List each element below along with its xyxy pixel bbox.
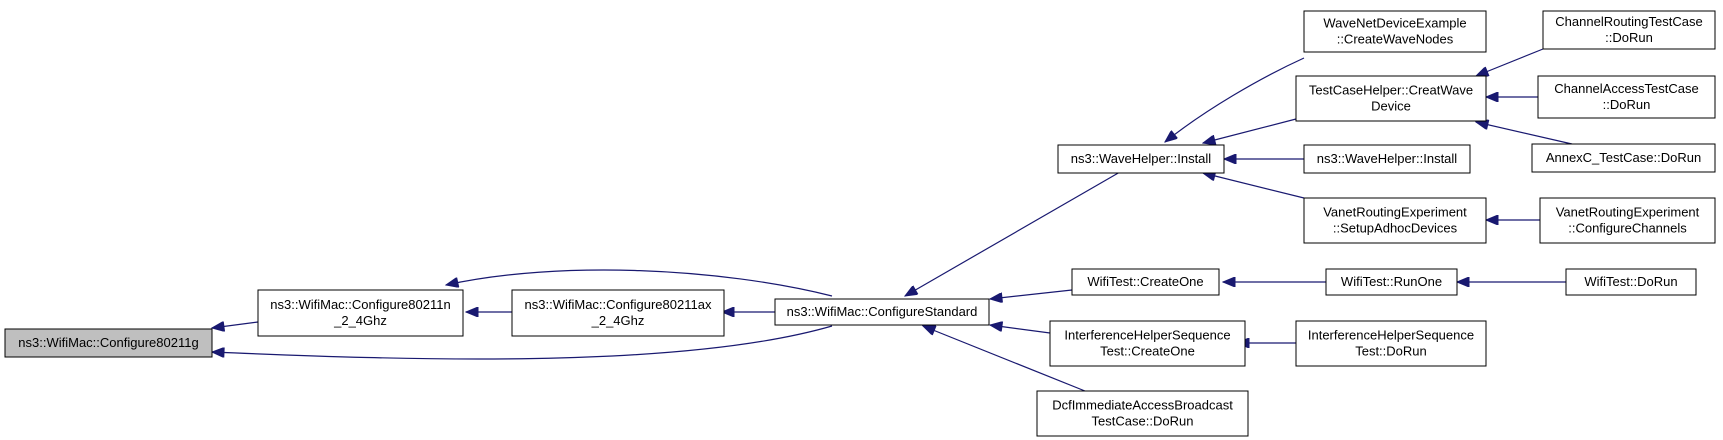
node-label: TestCaseHelper::CreatWave <box>1309 83 1473 98</box>
node-label: Test::CreateOne <box>1100 344 1195 359</box>
edge-testcasehelper-to-wavehelper <box>1203 118 1297 143</box>
node-box <box>4 328 213 358</box>
edge-annexc-to-testcasehelper <box>1476 122 1573 145</box>
node-wavenetdevice-createwavenodes[interactable]: WaveNetDeviceExample::CreateWaveNodes <box>1303 10 1487 53</box>
node-channelaccess-dorun[interactable]: ChannelAccessTestCase::DoRun <box>1537 75 1716 119</box>
edge-configurestandard-to-80211n <box>446 269 833 297</box>
node-box <box>1531 143 1716 173</box>
node-box <box>1295 75 1487 122</box>
node-box <box>1049 320 1246 367</box>
node-label: DcfImmediateAccessBroadcast <box>1052 398 1233 413</box>
node-label: WifiTest::RunOne <box>1341 274 1442 289</box>
node-box <box>1036 390 1249 437</box>
node-box <box>1057 144 1225 174</box>
node-label: Test::DoRun <box>1355 344 1427 359</box>
node-label: VanetRoutingExperiment <box>1323 205 1467 220</box>
node-configurestandard[interactable]: ns3::WifiMac::ConfigureStandard <box>774 298 990 326</box>
node-box <box>774 298 990 326</box>
node-label: ns3::WaveHelper::Install <box>1071 151 1212 166</box>
node-label: AnnexC_TestCase::DoRun <box>1546 150 1701 165</box>
node-box <box>1539 197 1716 244</box>
node-box <box>1325 268 1458 296</box>
node-box <box>1537 75 1716 119</box>
node-wifitest-runone[interactable]: WifiTest::RunOne <box>1325 268 1458 296</box>
node-label: ::SetupAdhocDevices <box>1333 221 1458 236</box>
edge-wifitest-createone-to-configurestandard <box>990 289 1073 299</box>
node-configure80211n_2_4ghz[interactable]: ns3::WifiMac::Configure80211n_2_4Ghz <box>257 289 464 337</box>
edge-80211n-to-80211g <box>212 322 259 328</box>
node-box <box>257 289 464 337</box>
edge-interference-createone-to-configurestandard <box>990 325 1051 334</box>
node-label: InterferenceHelperSequence <box>1308 328 1474 343</box>
node-box <box>1295 320 1487 367</box>
edge-wavenetdevice-to-wavehelper <box>1165 57 1305 142</box>
edge-vanetrouting-to-wavehelper <box>1203 173 1305 199</box>
node-box <box>1303 197 1487 244</box>
node-box <box>511 289 725 337</box>
node-label: ChannelAccessTestCase <box>1554 81 1699 96</box>
node-label: TestCase::DoRun <box>1092 414 1194 429</box>
node-label: ns3::WifiMac::ConfigureStandard <box>787 304 978 319</box>
edge-configurestandard-to-80211g <box>212 325 833 360</box>
node-label: InterferenceHelperSequence <box>1064 328 1230 343</box>
node-configure80211g[interactable]: ns3::WifiMac::Configure80211g <box>4 328 213 358</box>
node-wifitest-createone[interactable]: WifiTest::CreateOne <box>1071 268 1220 296</box>
node-annexc-dorun[interactable]: AnnexC_TestCase::DoRun <box>1531 143 1716 173</box>
node-label: _2_4Ghz <box>333 313 387 328</box>
node-wavehelper-install-b[interactable]: ns3::WaveHelper::Install <box>1303 144 1471 174</box>
node-label: Device <box>1371 99 1411 114</box>
node-label: WifiTest::DoRun <box>1584 274 1677 289</box>
node-vanetrouting-setupadhocdevices[interactable]: VanetRoutingExperiment::SetupAdhocDevice… <box>1303 197 1487 244</box>
node-label: ::DoRun <box>1603 97 1651 112</box>
node-label: VanetRoutingExperiment <box>1556 205 1700 220</box>
edges <box>212 48 1573 392</box>
node-box <box>1542 10 1716 50</box>
node-label: _2_4Ghz <box>591 313 645 328</box>
node-vanetrouting-configurechannels[interactable]: VanetRoutingExperiment::ConfigureChannel… <box>1539 197 1716 244</box>
node-label: WaveNetDeviceExample <box>1323 16 1466 31</box>
edge-wavehelper-to-configurestandard <box>905 171 1121 296</box>
node-box <box>1565 268 1697 296</box>
node-wifitest-dorun[interactable]: WifiTest::DoRun <box>1565 268 1697 296</box>
node-label: ::CreateWaveNodes <box>1337 32 1454 47</box>
node-box <box>1303 144 1471 174</box>
node-label: ns3::WifiMac::Configure80211ax <box>525 297 712 312</box>
node-label: ::DoRun <box>1605 30 1653 45</box>
node-label: ns3::WaveHelper::Install <box>1317 151 1458 166</box>
node-label: WifiTest::CreateOne <box>1087 274 1203 289</box>
node-box <box>1071 268 1220 296</box>
node-label: ChannelRoutingTestCase <box>1555 14 1702 29</box>
node-channelrouting-dorun[interactable]: ChannelRoutingTestCase::DoRun <box>1542 10 1716 50</box>
node-wavehelper-install-a[interactable]: ns3::WaveHelper::Install <box>1057 144 1225 174</box>
node-label: ns3::WifiMac::Configure80211g <box>18 335 198 350</box>
edge-dcfimmediate-to-configurestandard <box>923 326 1086 392</box>
node-configure80211ax_2_4ghz[interactable]: ns3::WifiMac::Configure80211ax_2_4Ghz <box>511 289 725 337</box>
node-interferencehelper-createone[interactable]: InterferenceHelperSequenceTest::CreateOn… <box>1049 320 1246 367</box>
node-label: ns3::WifiMac::Configure80211n <box>270 297 450 312</box>
nodes: ns3::WifiMac::Configure80211g ns3::WifiMa… <box>4 10 1716 437</box>
node-dcfimmediate-dorun[interactable]: DcfImmediateAccessBroadcastTestCase::DoR… <box>1036 390 1249 437</box>
node-label: ::ConfigureChannels <box>1568 221 1687 236</box>
node-box <box>1303 10 1487 53</box>
edge-channelrouting-to-testcasehelper <box>1476 48 1544 76</box>
